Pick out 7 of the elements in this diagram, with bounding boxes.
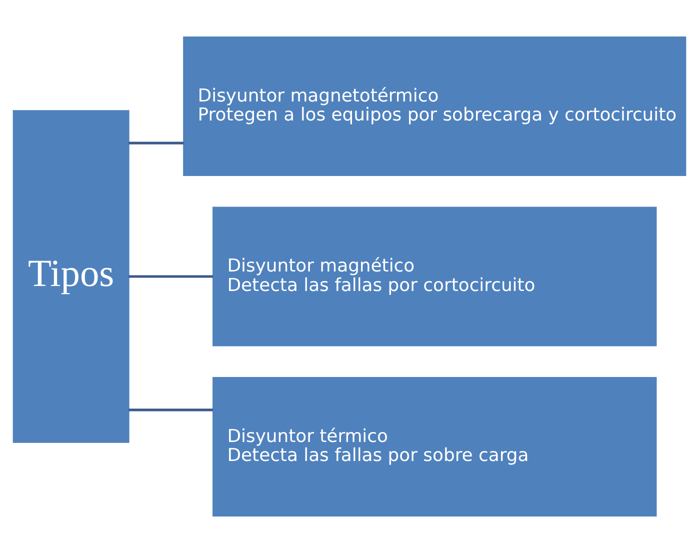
connector [128,408,214,411]
node-box: Disyuntor térmico Detecta las fallas por sobre carga [212,376,657,516]
node-box: Disyuntor magnetotérmico Protegen a los equipos por sobrecarga y cortocircuito [183,36,686,176]
connector [128,274,214,278]
node-box: Disyuntor magnético Detecta las fallas por cortocircuito [212,206,657,346]
connector [128,141,184,144]
node-box: Tipos [12,110,130,442]
